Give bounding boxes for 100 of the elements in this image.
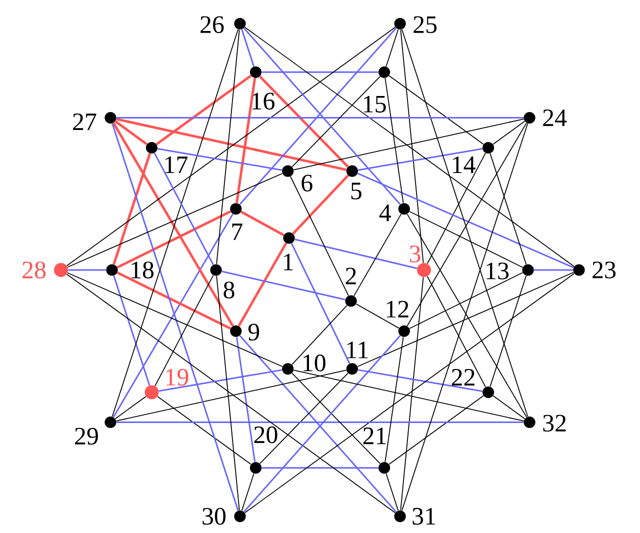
- edge-line: [426, 276, 486, 388]
- edge-line: [66, 274, 396, 514]
- edge-line: [116, 117, 524, 119]
- edge-line: [426, 152, 486, 264]
- vertex-number: 27: [73, 114, 96, 130]
- edge-line: [409, 211, 524, 268]
- edge-line: [357, 272, 574, 367]
- edge-line: [244, 273, 575, 514]
- edge-line: [292, 76, 381, 168]
- edge-line: [114, 120, 148, 146]
- vertex-number: 32: [543, 414, 566, 432]
- edge-line: [401, 28, 528, 417]
- edge-line: [492, 395, 526, 420]
- edge-line: [384, 78, 404, 204]
- vertex-number: 20: [254, 426, 278, 444]
- vertex-number: 31: [412, 508, 436, 525]
- edge-line: [386, 28, 399, 67]
- edge-line: [116, 370, 347, 422]
- edge-line: [112, 153, 152, 265]
- vertex-number: 8: [224, 282, 234, 298]
- edge-line: [406, 214, 527, 418]
- vertex-number: 18: [132, 262, 154, 278]
- vertex-number: 11: [347, 342, 368, 358]
- vertex-number: 16: [252, 92, 274, 110]
- vertex-number: 3: [410, 246, 420, 262]
- edge-line: [112, 214, 234, 418]
- vertex-number: 19: [166, 368, 188, 386]
- edge-line: [216, 29, 240, 264]
- edge-line: [400, 276, 424, 511]
- edge-line: [67, 272, 283, 367]
- edge-line: [292, 304, 348, 365]
- edge-line: [534, 269, 573, 271]
- edge-line: [357, 172, 574, 268]
- edge-line: [262, 467, 378, 469]
- edge-line: [292, 174, 349, 234]
- vertex-number: 1: [284, 254, 293, 270]
- vertex-number: 4: [379, 204, 391, 222]
- edge-line: [112, 28, 239, 417]
- edge-line: [236, 336, 256, 462]
- edge-line: [154, 274, 214, 386]
- vertex-number: 29: [75, 428, 98, 445]
- edge-line: [116, 118, 347, 172]
- edge-line: [388, 75, 484, 145]
- edge-line: [358, 148, 482, 171]
- vertex-number: 2: [346, 268, 356, 284]
- vertex-number: 21: [363, 428, 386, 444]
- vertex-number: 9: [248, 324, 260, 341]
- vertex-number: 14: [452, 156, 476, 173]
- edge-line: [290, 243, 350, 364]
- edge-line: [388, 395, 484, 465]
- edge-line: [354, 214, 402, 296]
- edge-line: [156, 74, 252, 146]
- edge-line: [112, 123, 239, 511]
- edge-line: [238, 242, 288, 327]
- edge-line: [386, 473, 399, 512]
- vertex-number: 10: [304, 354, 326, 372]
- edge-line: [66, 26, 396, 266]
- edge-line: [113, 275, 150, 386]
- edge-line: [259, 372, 348, 464]
- edge-line: [158, 148, 282, 171]
- edge-line: [293, 118, 524, 170]
- edge-line: [293, 370, 524, 422]
- vertex-number: 12: [386, 300, 408, 318]
- edge-line: [116, 272, 232, 330]
- edge-line: [68, 269, 106, 271]
- edge-line: [492, 120, 526, 145]
- edge-line: [235, 78, 256, 204]
- edge-line: [222, 270, 346, 300]
- edge-line: [116, 422, 524, 423]
- vertex-number: 15: [364, 96, 386, 113]
- edge-line: [406, 122, 527, 326]
- edge-line: [294, 238, 418, 270]
- vertex-number: 26: [200, 16, 224, 34]
- edge-line: [384, 336, 404, 462]
- edge-line: [409, 272, 524, 329]
- edge-line: [401, 123, 528, 512]
- vertex-number: 5: [351, 182, 362, 200]
- edge-line: [292, 372, 381, 464]
- edge-line: [240, 210, 284, 236]
- vertex-number: 17: [165, 156, 188, 173]
- vertex-number: 7: [232, 224, 242, 240]
- edge-line: [356, 304, 400, 329]
- edge-line: [358, 369, 482, 392]
- vertex-number: 28: [22, 262, 46, 278]
- edge-line: [112, 122, 234, 327]
- edge-line: [114, 396, 146, 420]
- edge-line: [67, 173, 283, 268]
- edge-line: [400, 29, 424, 264]
- vertex-number: 13: [486, 262, 509, 280]
- edge-line: [157, 396, 252, 465]
- vertex-number: 22: [452, 369, 474, 386]
- edge-line: [158, 369, 282, 392]
- edge-line: [216, 276, 240, 511]
- vertex-number: 24: [543, 110, 567, 126]
- edge-line: [244, 26, 575, 267]
- vertex-number: 25: [414, 16, 437, 34]
- edge-line: [262, 71, 378, 73]
- edge-line: [154, 152, 214, 266]
- edge-line: [259, 76, 349, 168]
- vertex-number: 23: [592, 262, 616, 278]
